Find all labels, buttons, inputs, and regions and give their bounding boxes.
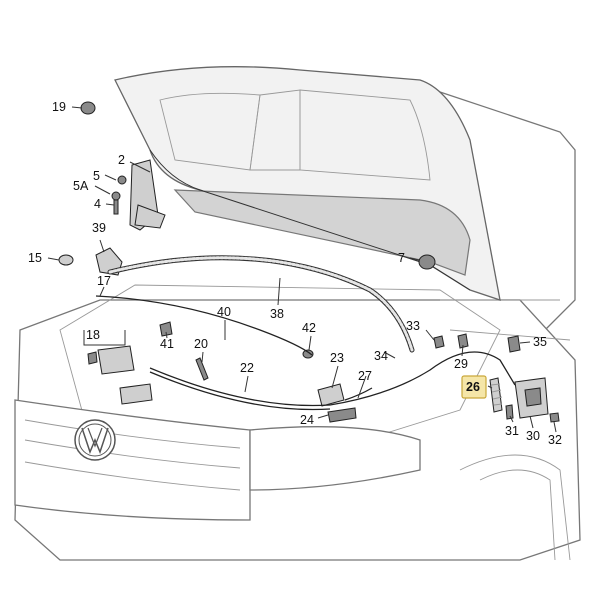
open-hood	[114, 66, 501, 301]
label-26: 26	[466, 380, 480, 394]
label-24: 24	[300, 413, 314, 427]
label-31: 31	[505, 424, 519, 438]
label-26-highlight	[461, 375, 487, 399]
label-38: 38	[270, 307, 284, 321]
label-32: 32	[548, 433, 562, 447]
label-15: 15	[28, 251, 42, 265]
label-41: 41	[160, 337, 174, 351]
label-17: 17	[97, 274, 111, 288]
label-7: 7	[398, 251, 405, 265]
hood-hinge	[95, 159, 166, 276]
label-34: 34	[374, 349, 388, 363]
small-parts	[58, 101, 560, 423]
vw-emblem	[74, 419, 116, 461]
label-33: 33	[406, 319, 420, 333]
label-27: 27	[358, 369, 372, 383]
label-22: 22	[240, 361, 254, 375]
label-5a: 5A	[73, 179, 89, 193]
label-5: 5	[93, 169, 100, 183]
label-2: 2	[118, 153, 125, 167]
label-19: 19	[52, 100, 66, 114]
label-18: 18	[86, 328, 100, 342]
label-40: 40	[217, 305, 231, 319]
label-30: 30	[526, 429, 540, 443]
label-4: 4	[94, 197, 101, 211]
label-42: 42	[302, 321, 316, 335]
label-35: 35	[533, 335, 547, 349]
part-labels: 19 2 5 5A 4 39 15 7 17 40 38 42 33 35 18…	[28, 100, 562, 447]
label-29: 29	[454, 357, 468, 371]
hoses-cables	[95, 255, 516, 411]
leader-lines	[47, 106, 557, 433]
label-23: 23	[330, 351, 344, 365]
label-20: 20	[194, 337, 208, 351]
label-39: 39	[92, 221, 106, 235]
